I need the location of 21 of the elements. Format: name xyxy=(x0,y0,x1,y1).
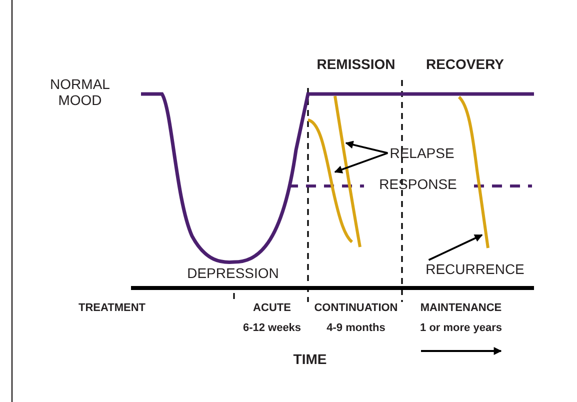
leader-line xyxy=(334,152,388,174)
mood-label: DEPRESSION xyxy=(187,265,279,282)
relapse-curve xyxy=(458,96,490,248)
relapse-curve xyxy=(334,96,362,248)
outcome-label: RELAPSE xyxy=(390,145,454,162)
phase-label: TREATMENT xyxy=(78,302,146,315)
phase-label: ACUTE xyxy=(253,302,291,315)
state-label: REMISSION xyxy=(316,56,396,72)
relapse-curve xyxy=(308,118,354,244)
mood-label: NORMAL MOOD xyxy=(49,76,111,108)
phase-label: 4-9 months xyxy=(326,322,386,335)
phase-label: 6-12 weeks xyxy=(242,322,302,335)
leader-line xyxy=(345,140,388,154)
phase-label: 1 or more years xyxy=(420,322,502,335)
outcome-label: RECURRENCE xyxy=(426,261,524,278)
phase-label: MAINTENANCE xyxy=(420,302,502,315)
axis-title: TIME xyxy=(293,351,327,368)
state-label: RECOVERY xyxy=(426,56,504,72)
threshold-label: RESPONSE xyxy=(379,176,457,192)
leader-line xyxy=(428,234,483,261)
phase-label: CONTINUATION xyxy=(314,302,398,315)
